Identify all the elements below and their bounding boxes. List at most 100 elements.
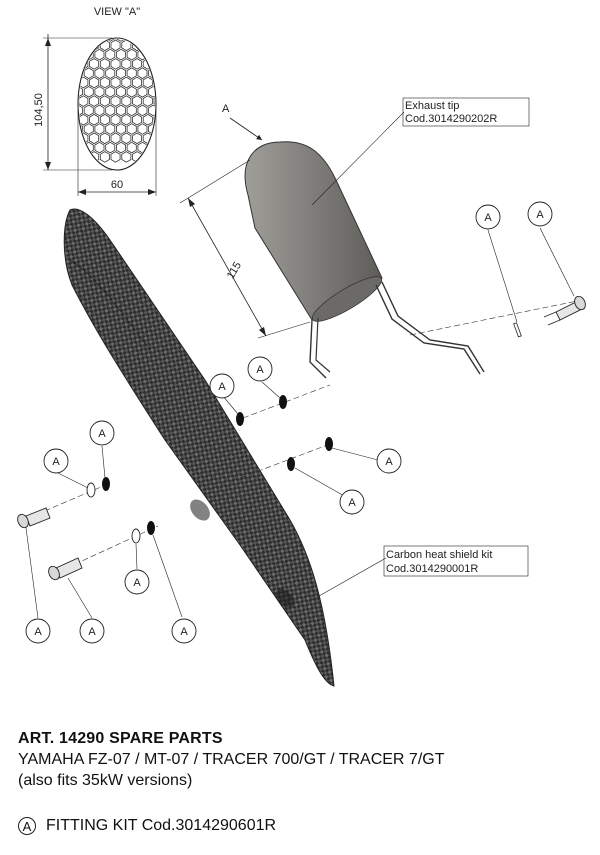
mesh-cell [110,151,121,163]
article-title: ART. 14290 SPARE PARTS [18,730,223,747]
heat-shield-code: Cod.3014290001R [386,563,478,575]
mesh-cell [89,113,100,126]
reference-balloon: A [171,618,197,644]
mesh-cell [79,151,89,163]
reference-balloon: A [527,201,553,227]
washer [131,528,141,544]
mesh-cell [126,67,137,79]
rubber-grommet [236,412,244,426]
exhaust-tip-part: A 115 Exhaust tip Cod.3014290202R [179,97,530,379]
mesh-cell [105,141,116,154]
mesh-cell [89,95,100,107]
mesh-cell [110,113,121,126]
mesh-cell [79,86,83,98]
exploded-parts-diagram: VIEW "A" 104,50 60 A 115 [17,6,586,687]
mesh-cell [142,95,153,107]
mesh-cell [126,104,137,117]
washer [86,482,96,498]
balloon-letter: A [348,497,356,509]
mesh-cell [99,76,110,89]
reference-balloon: A [339,489,365,515]
reference-balloon: A [89,420,115,446]
mesh-cell [99,58,110,70]
heat-shield-name: Carbon heat shield kit [386,549,492,561]
mesh-cell [89,132,100,145]
exhaust-tip-name: Exhaust tip [405,100,459,112]
view-a-detail: VIEW "A" 104,50 60 [33,6,157,196]
view-arrow-label: A [222,103,230,115]
balloon-letter: A [385,456,393,468]
mesh-cell [126,48,137,61]
mesh-cell [153,39,155,52]
mesh-cell [105,48,116,61]
mesh-cell [105,67,116,79]
mesh-cell [94,104,105,117]
mesh-cell [121,95,132,107]
mesh-cell [116,86,126,98]
fitting-kit-label: FITTING KIT Cod.3014290601R [46,817,277,834]
mesh-cell [94,141,105,154]
mesh-cell [132,58,143,70]
mesh-cell [79,76,89,89]
mesh-cell [137,67,148,79]
mesh-cell [79,104,83,117]
balloon-letter: A [88,626,96,638]
washer-right [513,322,522,338]
balloon-letter: A [52,456,60,468]
mesh-cell [79,95,89,107]
mesh-cell [148,48,155,61]
mesh-cell [132,76,143,89]
mesh-cell [110,76,121,89]
mesh-cell [83,104,94,117]
bolt-right [543,295,586,326]
mesh-cell [99,132,110,145]
fitting-kit-row: A FITTING KIT Cod.3014290601R [18,815,276,837]
kit-reference-badge: A [18,817,36,835]
mesh-cell [94,48,105,61]
mesh-cell [116,67,126,79]
reference-balloon: A [475,204,501,230]
mesh-cell [79,113,89,126]
mesh-cell [94,86,105,98]
mesh-cell [110,39,121,52]
mesh-cell [99,95,110,107]
mesh-cell [148,39,155,42]
mesh-cell [83,123,94,135]
rubber-grommet [102,477,110,491]
mesh-cell [94,39,105,42]
carbon-heat-shield-part: Carbon heat shield kit Cod.3014290001R [63,208,529,687]
balloon-letter: A [98,428,106,440]
mesh-cell [79,123,83,135]
balloon-letter: A [256,364,264,376]
mesh-cell [94,123,105,135]
reference-balloon: A [25,618,51,644]
mesh-cell [153,95,155,107]
height-dimension: 104,50 [33,93,45,127]
mesh-cell [83,67,94,79]
mesh-cell [83,39,94,42]
view-a-label: VIEW "A" [94,6,140,18]
mesh-cell [110,58,121,70]
mesh-cell [132,95,143,107]
mesh-cell [153,58,155,70]
bolt-left-upper [17,507,51,529]
mesh-cell [110,132,121,145]
mesh-cell [79,39,83,42]
mesh-cell [126,141,137,154]
mesh-cell [83,86,94,98]
mesh-cell [148,141,155,154]
mesh-cell [121,113,132,126]
compatible-models: YAMAHA FZ-07 / MT-07 / TRACER 700/GT / T… [18,751,445,768]
mesh-cell [142,39,153,52]
mesh-cell [99,113,110,126]
reference-balloon: A [124,569,150,595]
balloon-letter: A [536,209,544,221]
mesh-cell [121,76,132,89]
fits-note: (also fits 35kW versions) [18,772,193,789]
exhaust-tip-code: Cod.3014290202R [405,113,497,125]
mesh-cell [142,113,153,126]
mesh-cell [105,123,116,135]
mesh-cell [116,123,126,135]
fitting-hardware [17,227,586,619]
mesh-cell [148,123,155,135]
